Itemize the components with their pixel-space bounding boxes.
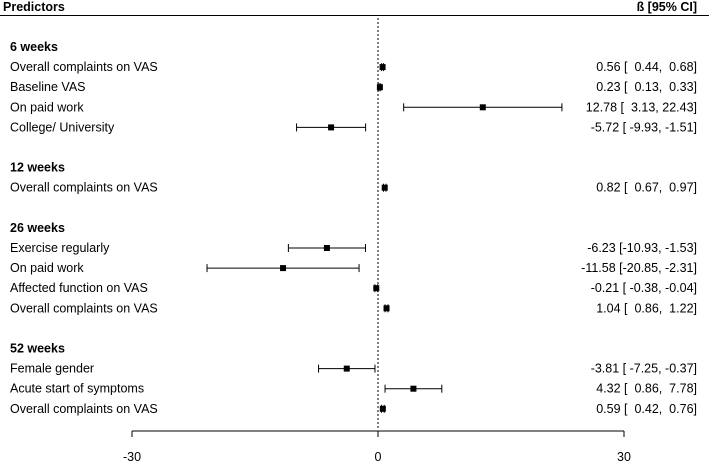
estimate-ci-text: -11.58 [-20.85, -2.31] <box>581 261 697 275</box>
estimate-point <box>383 305 390 312</box>
estimate-point <box>323 245 330 251</box>
estimate-ci-text: -5.72 [ -9.93, -1.51] <box>591 120 697 134</box>
estimate-point <box>479 104 486 111</box>
estimate-point <box>280 265 287 272</box>
estimate-ci-text: -6.23 [-10.93, -1.53] <box>587 241 697 255</box>
group-heading: 26 weeks <box>10 221 65 235</box>
estimate-point <box>343 365 350 372</box>
predictor-label: Affected function on VAS <box>10 281 148 295</box>
x-tick-label: -30 <box>123 450 141 464</box>
estimate-point <box>379 64 386 71</box>
predictor-label: On paid work <box>10 100 84 114</box>
estimate-point <box>379 405 386 412</box>
header-ci: ß [95% CI] <box>637 0 697 14</box>
header-predictors: Predictors <box>3 0 65 14</box>
predictor-label: Baseline VAS <box>10 80 86 94</box>
estimate-ci-text: 4.32 [ 0.86, 7.78] <box>596 382 697 396</box>
predictor-label: College/ University <box>10 120 115 134</box>
estimate-ci-text: 12.78 [ 3.13, 22.43] <box>586 100 697 114</box>
estimate-ci-text: -3.81 [ -7.25, -0.37] <box>591 362 697 376</box>
estimate-point <box>410 385 417 392</box>
estimate-ci-text: 0.23 [ 0.13, 0.33] <box>596 80 697 94</box>
predictor-label: Overall complaints on VAS <box>10 60 158 74</box>
estimate-point <box>381 184 388 191</box>
predictor-label: Overall complaints on VAS <box>10 181 158 195</box>
predictor-label: Female gender <box>10 362 94 376</box>
predictor-label: Overall complaints on VAS <box>10 402 158 416</box>
x-tick-label: 30 <box>617 450 631 464</box>
predictor-label: On paid work <box>10 261 84 275</box>
predictor-label: Acute start of symptoms <box>10 382 144 396</box>
estimate-ci-text: 0.82 [ 0.67, 0.97] <box>596 181 697 195</box>
estimate-ci-text: 0.56 [ 0.44, 0.68] <box>596 60 697 74</box>
x-tick-label: 0 <box>375 450 382 464</box>
predictor-label: Exercise regularly <box>10 241 110 255</box>
estimate-ci-text: -0.21 [ -0.38, -0.04] <box>591 281 697 295</box>
group-heading: 12 weeks <box>10 161 65 175</box>
group-heading: 52 weeks <box>10 342 65 356</box>
group-heading: 6 weeks <box>10 40 58 54</box>
predictor-label: Overall complaints on VAS <box>10 301 158 315</box>
estimate-point <box>328 124 335 131</box>
estimate-ci-text: 1.04 [ 0.86, 1.22] <box>596 301 697 315</box>
estimate-point <box>373 285 380 292</box>
estimate-point <box>376 84 383 91</box>
estimate-ci-text: 0.59 [ 0.42, 0.76] <box>596 402 697 416</box>
